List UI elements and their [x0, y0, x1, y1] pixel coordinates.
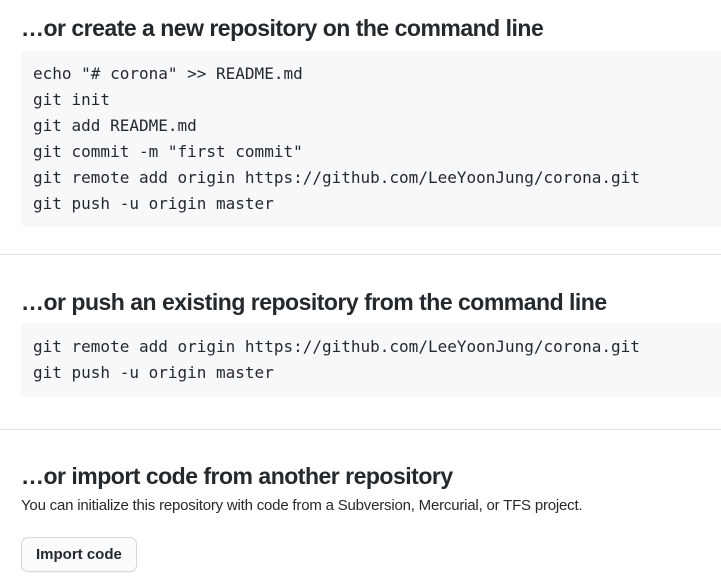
section-divider [0, 429, 721, 430]
create-repo-heading: …or create a new repository on the comma… [21, 15, 544, 41]
import-code-heading: …or import code from another repository [21, 463, 453, 489]
code-line-git-add: git add README.md [33, 116, 197, 135]
code-line-git-remote-add: git remote add origin https://github.com… [33, 337, 640, 356]
push-existing-repo-heading: …or push an existing repository from the… [21, 289, 607, 315]
create-repo-code-block: echo "# corona" >> README.md git init gi… [21, 51, 721, 227]
import-code-button[interactable]: Import code [21, 537, 137, 572]
code-line-git-init: git init [33, 90, 111, 109]
import-description: You can initialize this repository with … [21, 497, 583, 514]
code-line-echo-readme: echo "# corona" >> README.md [33, 64, 303, 83]
code-line-git-push: git push -u origin master [33, 194, 274, 213]
code-line-git-push: git push -u origin master [33, 363, 274, 382]
code-line-git-commit: git commit -m "first commit" [33, 142, 303, 161]
section-divider [0, 254, 721, 255]
push-existing-repo-code-block: git remote add origin https://github.com… [21, 323, 721, 397]
code-line-git-remote-add: git remote add origin https://github.com… [33, 168, 640, 187]
